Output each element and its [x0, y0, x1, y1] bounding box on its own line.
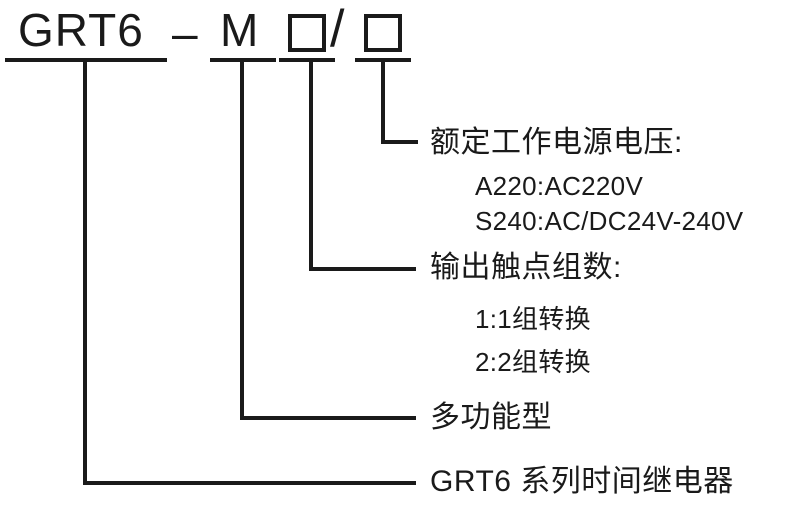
callout-option-voltage-a220: A220:AC220V [475, 171, 644, 201]
leader-line-function-horizontal [240, 416, 416, 420]
leader-line-voltage-horizontal [381, 140, 418, 144]
callout-heading-voltage: 额定工作电源电压: [430, 126, 683, 159]
model-code-slash: / [330, 0, 345, 58]
model-code-series: GRT6 [18, 4, 144, 56]
underline-contacts [279, 58, 335, 62]
leader-line-contacts-vertical [309, 58, 313, 271]
model-code-separator-dash: – [172, 7, 198, 59]
leader-line-contacts-horizontal [309, 267, 416, 271]
callout-heading-contacts: 输出触点组数: [430, 251, 622, 284]
model-code-type-letter: M [220, 4, 259, 56]
callout-option-contacts-2: 2:2组转换 [475, 347, 591, 377]
callout-heading-series-name: GRT6 系列时间继电器 [430, 465, 734, 498]
callout-option-voltage-s240: S240:AC/DC24V-240V [475, 206, 744, 236]
leader-line-series-vertical [83, 58, 87, 485]
model-code-contacts-placeholder-box [288, 14, 326, 52]
leader-line-series-horizontal [83, 481, 416, 485]
leader-line-function-vertical [240, 58, 244, 420]
leader-line-voltage-vertical [381, 58, 385, 144]
model-code-voltage-placeholder-box [364, 14, 402, 52]
callout-heading-function-type: 多功能型 [430, 401, 552, 434]
callout-option-contacts-1: 1:1组转换 [475, 304, 591, 334]
